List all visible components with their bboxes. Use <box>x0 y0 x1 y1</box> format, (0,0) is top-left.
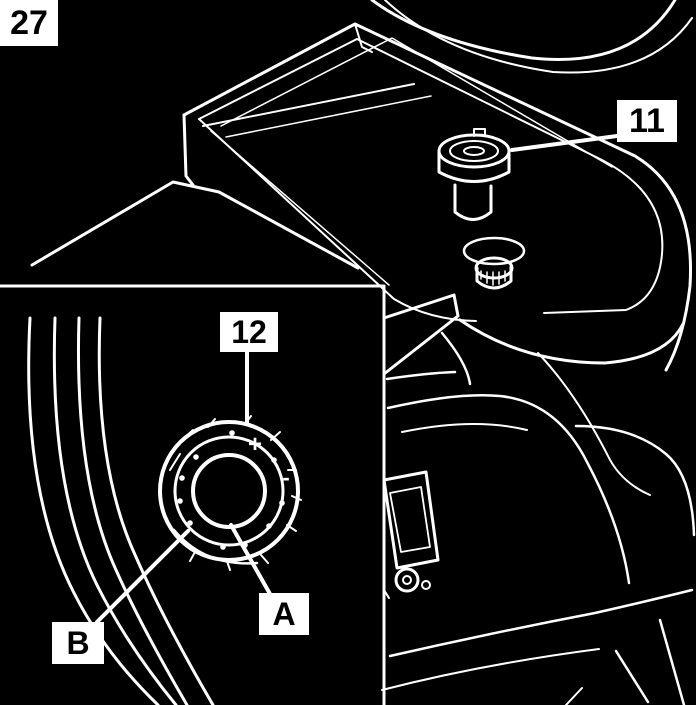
dial-12 <box>95 350 302 624</box>
figure-number-label: 27 <box>0 0 58 46</box>
dial-minus-symbol: - <box>282 465 289 490</box>
callout-12-label: 12 <box>220 312 278 352</box>
callout-a-label: A <box>259 593 309 635</box>
knob-11 <box>437 128 619 221</box>
device-body <box>182 0 696 705</box>
callout-b-label: B <box>52 622 104 664</box>
callout-11-label: 11 <box>617 100 677 142</box>
dial-plus-symbol: + <box>248 431 262 458</box>
control-panel <box>382 470 440 599</box>
knob-small <box>462 236 526 290</box>
tray <box>202 83 432 138</box>
magnifier-outline <box>0 180 460 705</box>
